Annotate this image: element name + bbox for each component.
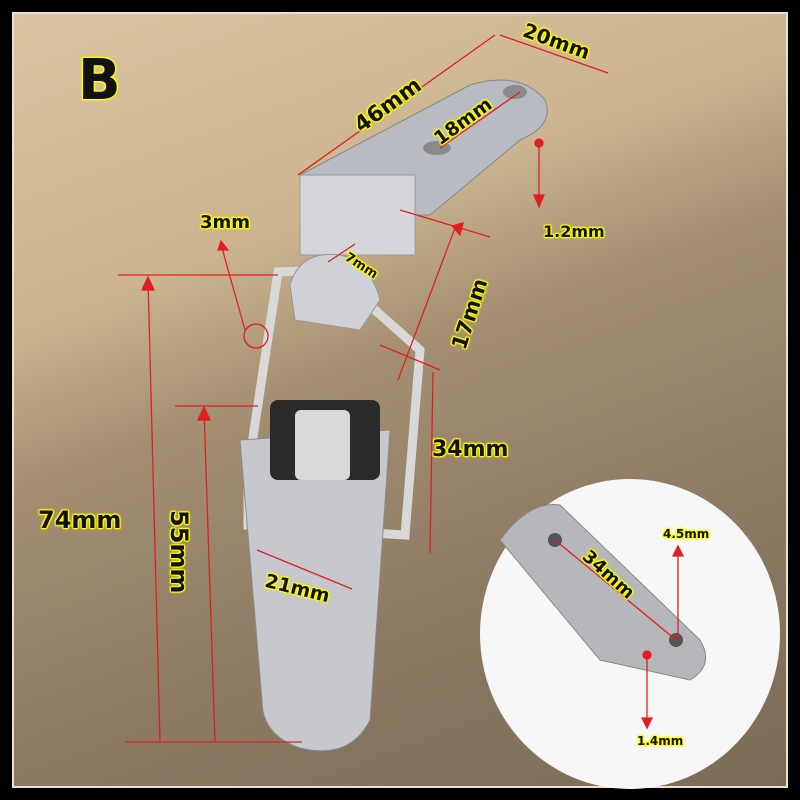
inset-dimension-lines	[554, 539, 685, 730]
dim-label-55mm: 55mm	[165, 510, 193, 594]
inset-latch	[499, 503, 707, 681]
dim-label-34mm: 34mm	[432, 437, 509, 462]
hook-tongue	[289, 253, 381, 331]
dim-label-3mm: 3mm	[200, 212, 251, 233]
inset-label-4-5mm: 4.5mm	[663, 527, 710, 541]
mount-hole	[503, 85, 527, 99]
lever-body	[239, 429, 391, 752]
dimension-lines	[118, 34, 609, 743]
dim-label-1-2mm: 1.2mm	[543, 222, 605, 241]
dim-label-74mm: 74mm	[38, 506, 122, 534]
roller	[295, 410, 350, 480]
bracket-bend	[299, 174, 416, 256]
variant-label: B	[78, 48, 121, 113]
inset-label-1-4mm: 1.4mm	[637, 734, 684, 748]
